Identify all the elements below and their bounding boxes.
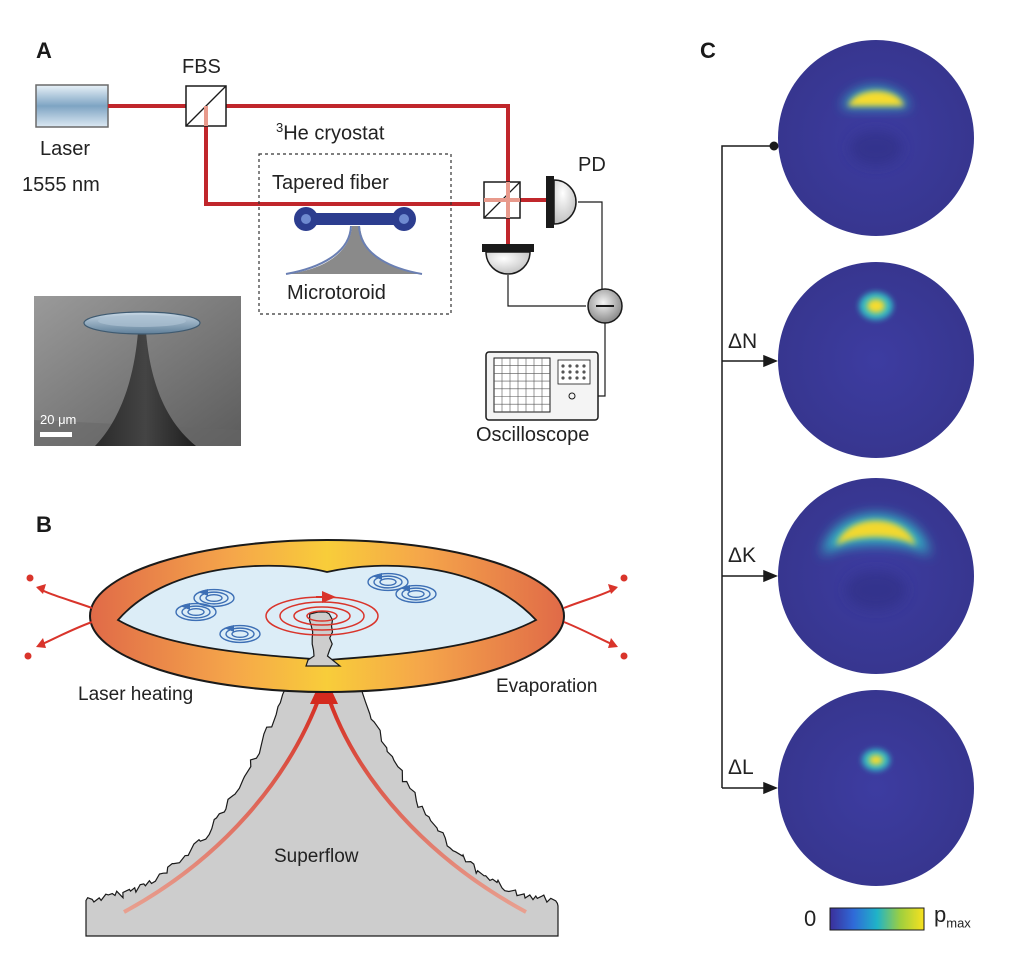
panel-label-c: C bbox=[700, 38, 716, 63]
laser-heating-label: Laser heating bbox=[78, 684, 194, 705]
subtractor bbox=[587, 288, 623, 324]
sem-image bbox=[34, 296, 241, 446]
signal-wire-right bbox=[578, 201, 603, 296]
evaporation-heads bbox=[24, 574, 628, 660]
pd-label: PD bbox=[578, 154, 606, 176]
sequence-line bbox=[721, 145, 776, 788]
colorbar bbox=[829, 907, 925, 931]
evaporation-label: Evaporation bbox=[496, 676, 598, 697]
oscilloscope-label: Oscilloscope bbox=[476, 424, 590, 446]
tapered-fiber-label: Tapered fiber bbox=[272, 172, 389, 194]
panel-label-a: A bbox=[36, 38, 52, 63]
laser-source bbox=[35, 84, 109, 128]
superflow-arrow-left bbox=[123, 689, 324, 914]
cryostat-box bbox=[258, 153, 452, 315]
superflow-arrow-right bbox=[324, 689, 527, 914]
beam-splitter-2 bbox=[483, 181, 521, 219]
sequence-start-dot bbox=[769, 141, 779, 151]
step-label-n: ΔN bbox=[728, 330, 758, 353]
step-label-k: ΔK bbox=[728, 544, 757, 567]
panel-label-b: B bbox=[36, 512, 52, 537]
fbs-label: FBS bbox=[182, 56, 221, 78]
blue-vortices bbox=[175, 572, 437, 644]
wavelength-label: 1555 nm bbox=[22, 174, 100, 196]
central-vortex-arrow bbox=[322, 591, 336, 603]
cryostat-text: He cryostat bbox=[283, 122, 385, 145]
photodetector-bottom bbox=[482, 244, 534, 275]
cryostat-label: 3He cryostat bbox=[276, 120, 384, 146]
laser-label: Laser bbox=[40, 138, 91, 160]
photodetector-right bbox=[546, 176, 577, 228]
scale-bar-label: 20 μm bbox=[40, 412, 77, 427]
microtoroid-device bbox=[285, 207, 423, 275]
sequence-arrows bbox=[722, 354, 778, 795]
step-label-l: ΔL bbox=[728, 756, 754, 779]
superflow-label: Superflow bbox=[274, 846, 359, 867]
fbs-splitter bbox=[185, 85, 227, 127]
laser-beam-top bbox=[108, 104, 510, 200]
colorbar-max-sub: max bbox=[946, 915, 971, 931]
signal-wire-bottom bbox=[507, 275, 586, 307]
microtoroid-label: Microtoroid bbox=[287, 282, 386, 304]
laser-beam-lower bbox=[204, 106, 480, 206]
oscilloscope-device bbox=[485, 351, 599, 421]
colorbar-min-label: 0 bbox=[804, 906, 817, 931]
colorbar-max-base: p bbox=[934, 902, 947, 927]
colorbar-max-label: pmax bbox=[934, 902, 971, 930]
stem-jag bbox=[305, 611, 342, 667]
cryostat-superscript: 3 bbox=[276, 120, 284, 135]
state-disk-1 bbox=[778, 40, 974, 236]
state-disk-4 bbox=[778, 690, 974, 886]
state-disk-3 bbox=[778, 478, 974, 674]
state-disk-2 bbox=[778, 262, 974, 458]
